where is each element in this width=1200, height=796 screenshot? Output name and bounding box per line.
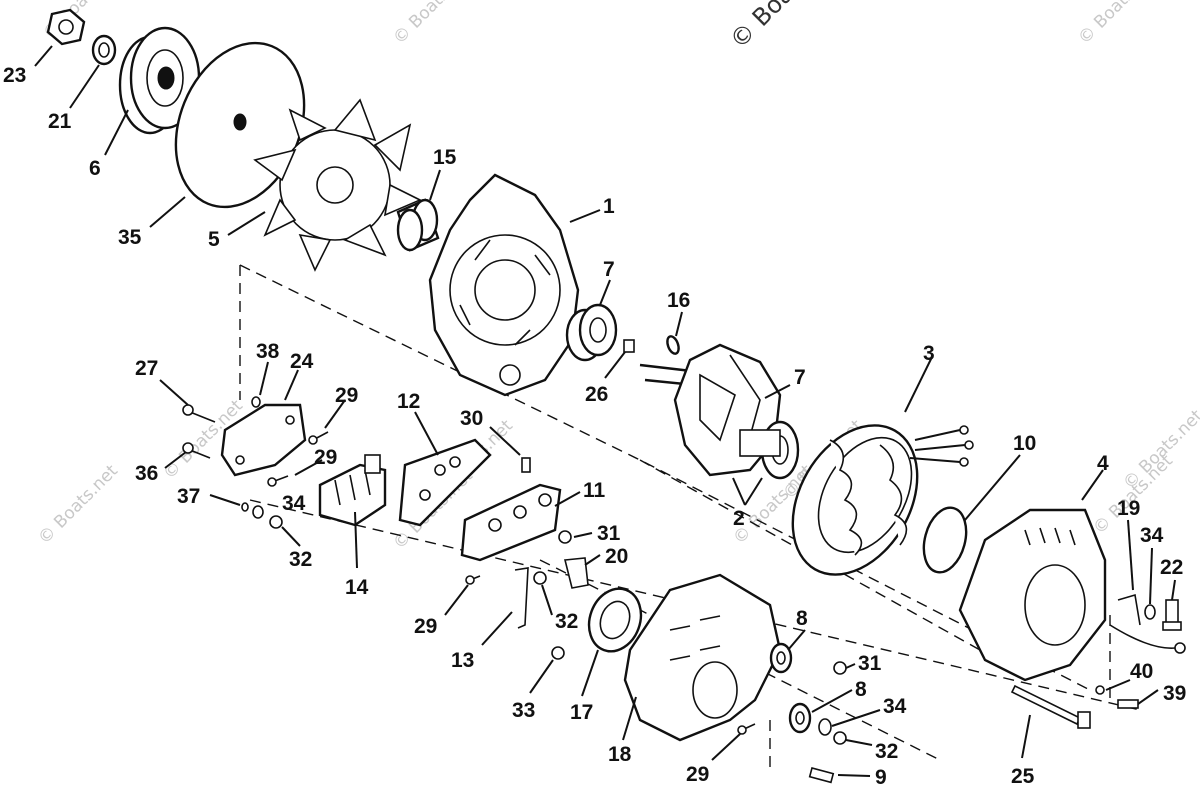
callout-18: 18 bbox=[608, 743, 632, 766]
part-18-rear-cover bbox=[623, 573, 782, 742]
part-6-pulley bbox=[118, 26, 201, 135]
callout-31: 31 bbox=[858, 652, 882, 675]
callout-36: 36 bbox=[135, 462, 158, 485]
leader-lines bbox=[34, 45, 1176, 777]
callout-12: 12 bbox=[397, 390, 420, 413]
part-39-screw bbox=[1117, 699, 1139, 709]
callout-32: 32 bbox=[289, 548, 312, 571]
callout-31: 31 bbox=[597, 522, 621, 545]
callout-29: 29 bbox=[314, 446, 337, 469]
part-24-brush-holder bbox=[220, 403, 307, 477]
callout-27: 27 bbox=[135, 357, 158, 380]
callout-7: 7 bbox=[794, 366, 806, 389]
callout-7: 7 bbox=[603, 258, 615, 281]
callout-33: 33 bbox=[512, 699, 535, 722]
part-31-nut bbox=[558, 530, 847, 675]
callout-20: 20 bbox=[605, 545, 628, 568]
callout-34: 34 bbox=[1140, 524, 1164, 547]
callout-15: 15 bbox=[433, 146, 457, 169]
callout-14: 14 bbox=[345, 576, 369, 599]
part-38-washer bbox=[251, 396, 261, 408]
watermark: © Boats.net bbox=[34, 461, 122, 549]
part-15-spacer bbox=[396, 198, 440, 252]
part-14-regulator bbox=[318, 454, 387, 527]
callout-29: 29 bbox=[414, 615, 437, 638]
part-22-bolt bbox=[1162, 599, 1182, 631]
callout-13: 13 bbox=[451, 649, 474, 672]
part-26-screw bbox=[623, 339, 635, 353]
part-34-washer-lower bbox=[818, 718, 832, 736]
part-5-fan bbox=[253, 98, 422, 272]
part-25-through-bolt bbox=[1010, 684, 1091, 729]
part-11-rectifier bbox=[460, 483, 562, 562]
callout-9: 9 bbox=[875, 766, 887, 789]
callout-34: 34 bbox=[883, 695, 907, 718]
part-32-nut-left bbox=[269, 515, 283, 529]
callout-3: 3 bbox=[923, 342, 935, 365]
part-19-terminal bbox=[1109, 593, 1186, 654]
part-4-rear-housing bbox=[958, 508, 1107, 682]
part-10-o-ring bbox=[922, 506, 968, 574]
part-30-screw bbox=[521, 457, 531, 473]
part-20-clip bbox=[563, 557, 589, 589]
callout-8: 8 bbox=[855, 678, 867, 701]
callout-8: 8 bbox=[796, 607, 808, 630]
callout-34: 34 bbox=[282, 492, 306, 515]
part-8-bearing-lower bbox=[788, 702, 812, 734]
callout-22: 22 bbox=[1160, 556, 1183, 579]
part-13-strap bbox=[514, 567, 529, 629]
callout-21: 21 bbox=[48, 110, 72, 133]
callout-32: 32 bbox=[555, 610, 578, 633]
part-37-washers bbox=[241, 502, 264, 519]
part-21-washer bbox=[91, 34, 117, 66]
callout-5: 5 bbox=[208, 228, 220, 251]
callout-29: 29 bbox=[335, 384, 358, 407]
callout-1: 1 bbox=[603, 195, 615, 218]
part-1-front-housing bbox=[428, 173, 580, 397]
callout-4: 4 bbox=[1097, 452, 1109, 475]
part-2-rotor bbox=[639, 343, 800, 480]
callout-10: 10 bbox=[1013, 432, 1036, 455]
callout-6: 6 bbox=[89, 157, 101, 180]
callout-37: 37 bbox=[177, 485, 200, 508]
callout-40: 40 bbox=[1130, 660, 1153, 683]
part-9-pin bbox=[808, 767, 835, 784]
watermark: © Boats.net bbox=[389, 0, 477, 49]
watermark: © Boats.net bbox=[1074, 0, 1162, 49]
part-33-nut bbox=[551, 646, 565, 660]
part-32-nuts bbox=[533, 571, 847, 745]
callout-39: 39 bbox=[1163, 682, 1186, 705]
watermark-top: © Boats.net bbox=[724, 0, 847, 54]
part-23-nut bbox=[46, 8, 86, 46]
part-34-washer-rear bbox=[1144, 604, 1156, 620]
callout-23: 23 bbox=[3, 64, 26, 87]
callout-labels: 23 21 6 35 5 15 1 7 16 26 7 3 10 2 4 27 … bbox=[3, 64, 1186, 789]
callout-29: 29 bbox=[686, 763, 709, 786]
part-8-bearing-upper bbox=[769, 642, 793, 674]
part-36-screw bbox=[182, 442, 211, 459]
callout-25: 25 bbox=[1011, 765, 1035, 788]
callout-19: 19 bbox=[1117, 497, 1140, 520]
part-29-screws bbox=[267, 431, 756, 735]
callout-30: 30 bbox=[460, 407, 483, 430]
part-3-stator bbox=[791, 424, 974, 576]
part-12-diode-plate bbox=[398, 438, 492, 527]
part-17-gasket bbox=[587, 587, 643, 653]
callout-17: 17 bbox=[570, 701, 593, 724]
callout-26: 26 bbox=[585, 383, 608, 406]
callout-35: 35 bbox=[118, 226, 142, 249]
part-16-woodruff-key bbox=[666, 335, 680, 355]
callout-24: 24 bbox=[290, 350, 314, 373]
part-7-bearing-front bbox=[565, 303, 618, 362]
callout-16: 16 bbox=[667, 289, 690, 312]
part-40-nut bbox=[1095, 685, 1105, 695]
callout-11: 11 bbox=[583, 479, 606, 502]
callout-32: 32 bbox=[875, 740, 898, 763]
callout-38: 38 bbox=[256, 340, 280, 363]
callout-2: 2 bbox=[733, 507, 745, 530]
part-27-screw bbox=[182, 404, 216, 423]
